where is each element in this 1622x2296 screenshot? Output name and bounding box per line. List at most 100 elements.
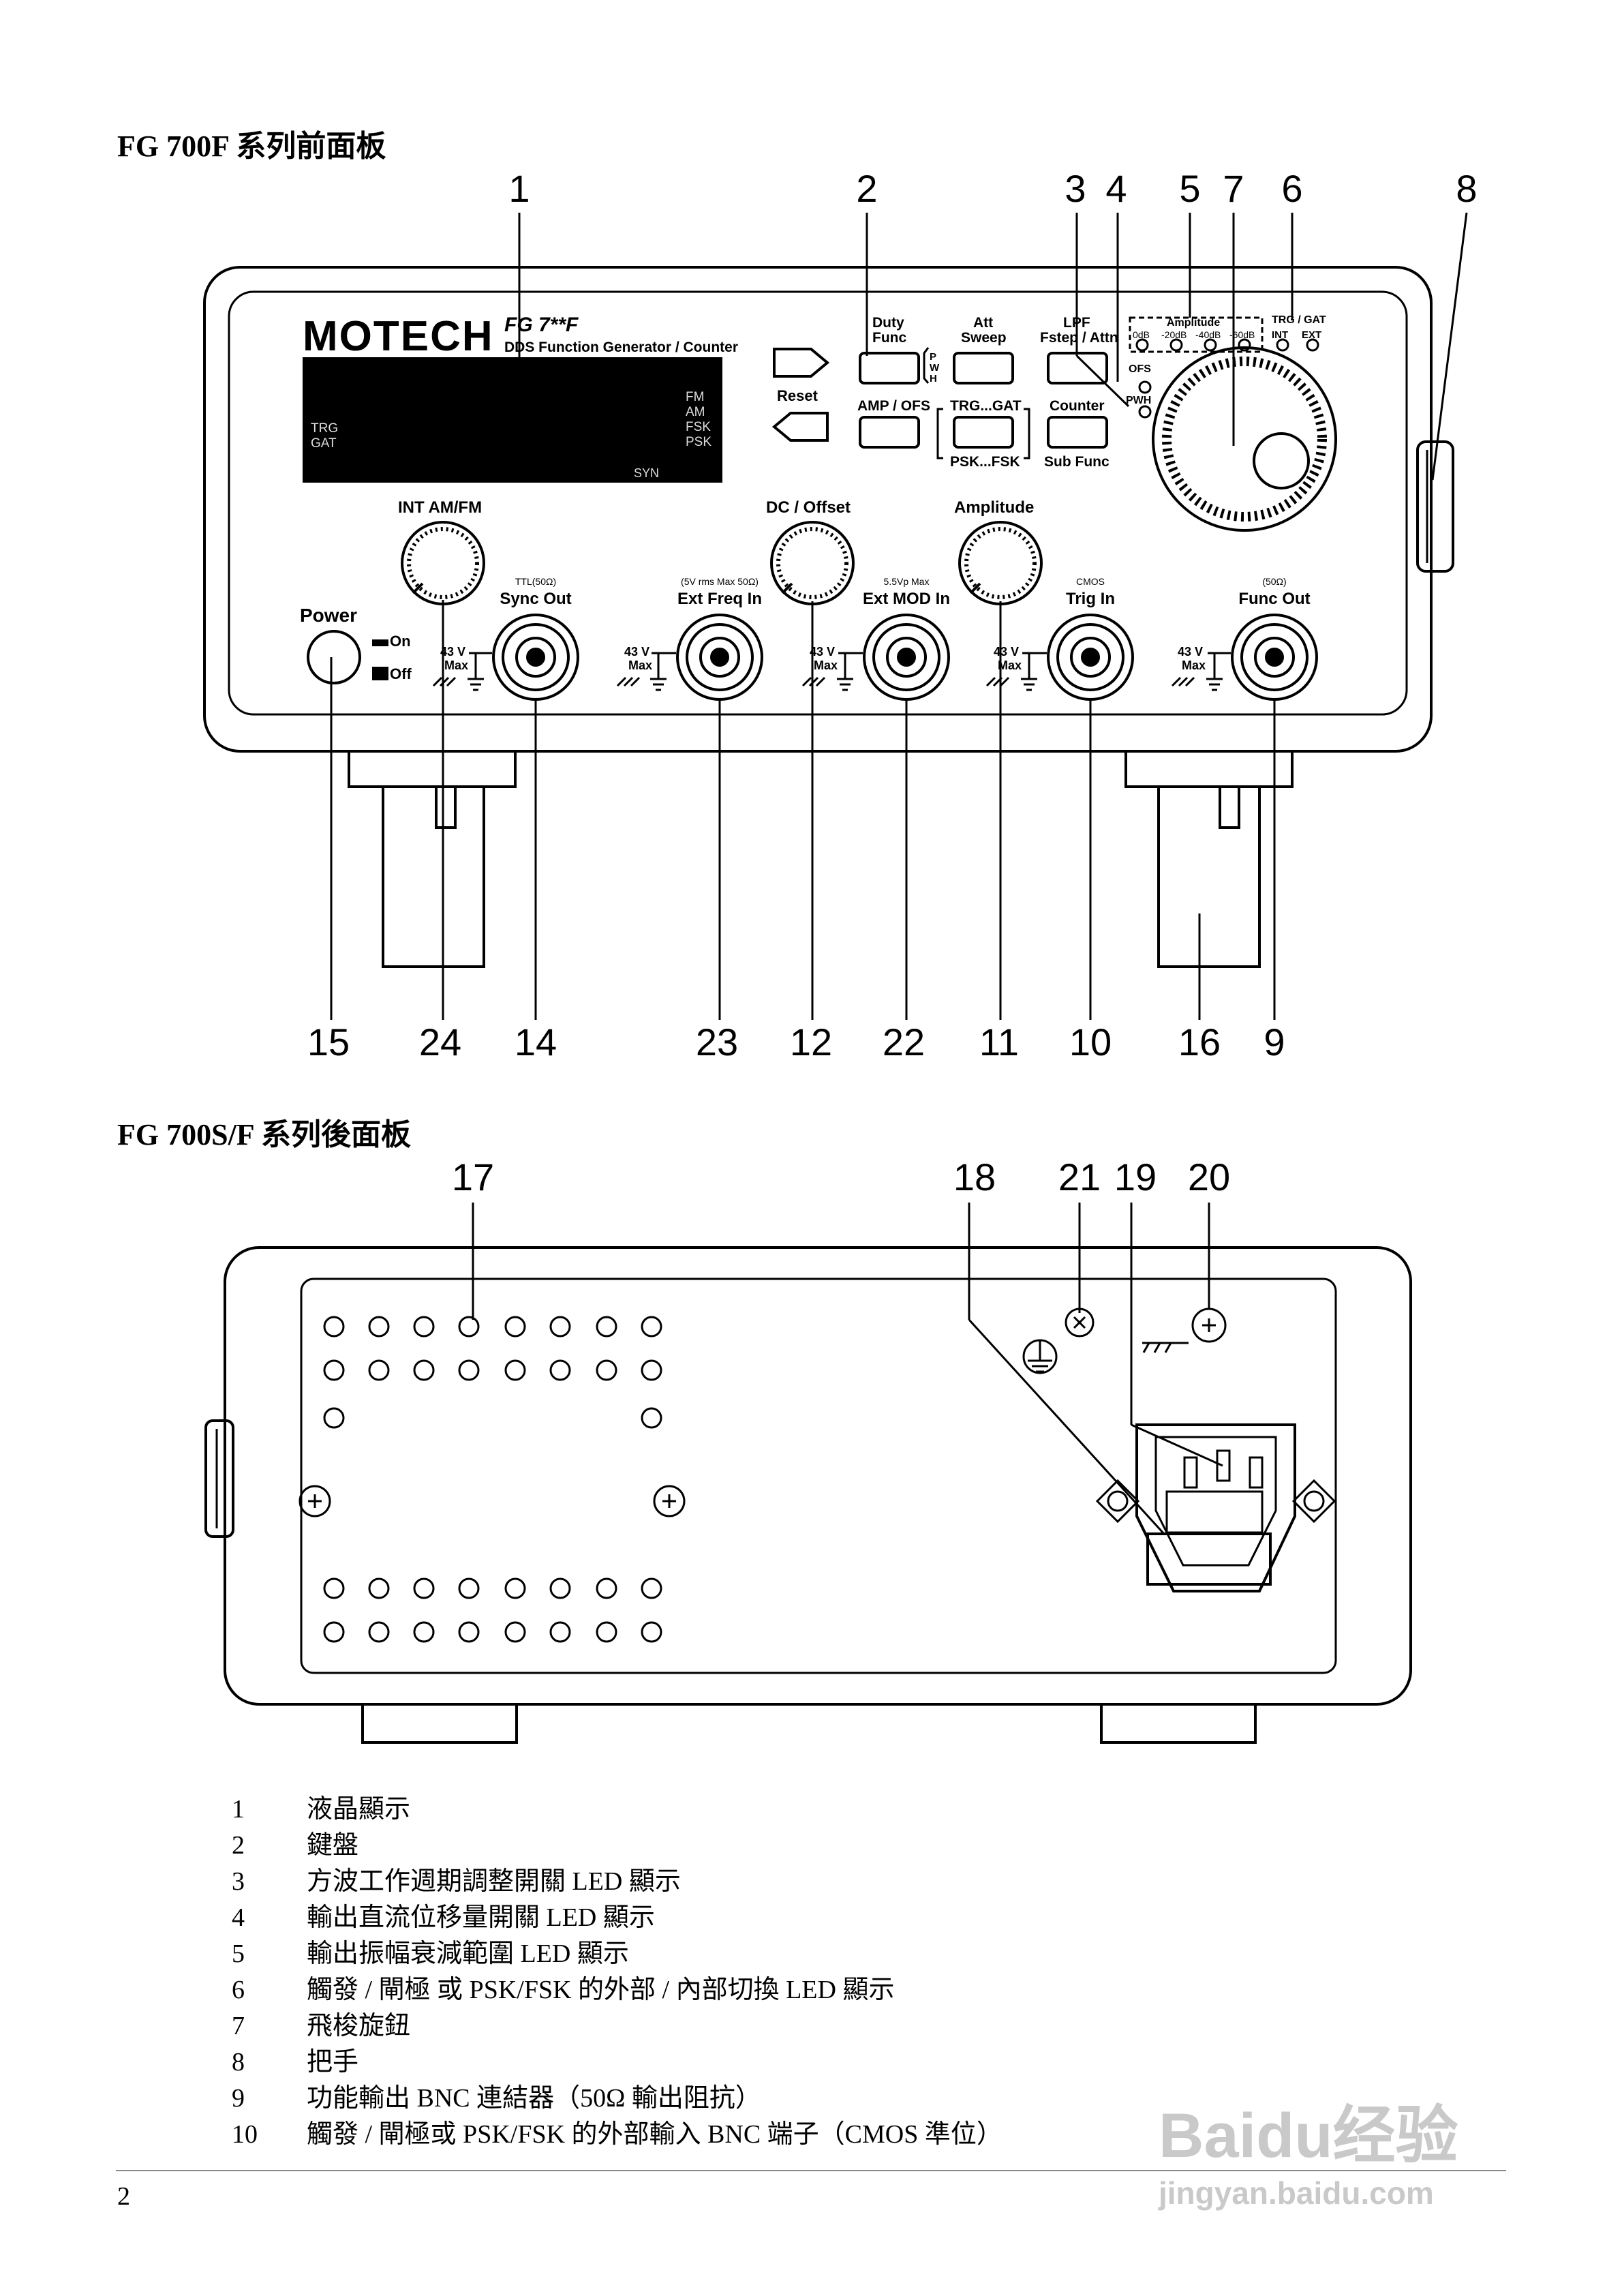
vent-hole: [504, 1359, 526, 1381]
trg-gat-button: [953, 416, 1014, 449]
amp-0db: 0dB: [1133, 329, 1150, 340]
bnc-spec-label: (50Ω): [1262, 576, 1286, 587]
vent-hole: [413, 1316, 435, 1338]
vent-hole: [368, 1621, 390, 1643]
ofs-label: OFS: [1129, 363, 1151, 375]
bnc-spec-label: 5.5Vp Max: [884, 576, 930, 587]
int-am-fm-label: INT AM/FM: [398, 498, 482, 517]
lpf-label: LPF: [1063, 315, 1090, 331]
footer-rule: [116, 2170, 1506, 2171]
vent-hole: [504, 1316, 526, 1338]
amplitude-label: Amplitude: [954, 498, 1034, 517]
vent-hole: [504, 1577, 526, 1599]
max-label: Max: [628, 659, 652, 672]
rear-inner-panel: [300, 1278, 1337, 1674]
watermark-url: jingyan.baidu.com: [1159, 2175, 1434, 2211]
pwh-w: W: [930, 362, 940, 374]
callout-11: 11: [979, 1021, 1019, 1063]
vent-hole: [549, 1316, 571, 1338]
power-switch: [307, 630, 361, 684]
model-label: FG 7**F: [504, 314, 579, 336]
sync-out-bnc: [492, 614, 579, 701]
front-outer-case: [203, 266, 1433, 753]
amplitude-knob: [958, 521, 1043, 605]
amp-ofs-label: AMP / OFS: [857, 398, 930, 414]
att-label: Att: [973, 315, 993, 331]
on-label: On: [390, 633, 411, 650]
max-voltage-label: 43 V: [1178, 645, 1203, 659]
vent-hole: [458, 1316, 480, 1338]
callout-16: 16: [1178, 1021, 1221, 1063]
callout-1: 1: [508, 167, 530, 210]
callout-22: 22: [883, 1021, 925, 1063]
trig-in-bnc: [1047, 614, 1134, 701]
vent-hole: [458, 1577, 480, 1599]
vent-hole: [641, 1407, 662, 1429]
vent-hole: [323, 1577, 345, 1599]
bnc-spec-label: CMOS: [1076, 576, 1105, 587]
vent-hole: [641, 1621, 662, 1643]
lcd-syn: SYN: [634, 466, 659, 480]
bnc-name-label: Ext Freq In: [677, 590, 762, 608]
callout-5: 5: [1179, 167, 1200, 210]
bnc-name-label: Func Out: [1238, 590, 1310, 608]
vent-hole: [323, 1359, 345, 1381]
bnc-name-label: Trig In: [1066, 590, 1115, 608]
ac-power-inlet: [1095, 1423, 1336, 1592]
callout-8: 8: [1456, 167, 1477, 210]
callout-10: 10: [1069, 1021, 1112, 1063]
off-label: Off: [390, 665, 412, 682]
max-voltage-label: 43 V: [624, 645, 649, 659]
max-voltage-label: 43 V: [810, 645, 835, 659]
lcd-psk: PSK: [686, 435, 711, 449]
ext-freq-in-bnc: [676, 614, 763, 701]
handle: [1416, 440, 1454, 573]
lcd-am: AM: [686, 405, 705, 419]
vent-hole: [323, 1316, 345, 1338]
vent-hole: [596, 1316, 617, 1338]
vent-hole: [458, 1359, 480, 1381]
duty-label: Duty: [872, 315, 904, 331]
vent-hole: [596, 1577, 617, 1599]
rear-panel-title: FG 700S/F 系列後面板: [117, 1118, 412, 1151]
trg-ext: EXT: [1302, 329, 1321, 341]
brand-logo: MOTECH: [303, 313, 494, 360]
trg-gat-led-title: TRG / GAT: [1272, 314, 1326, 326]
lcd-fsk: FSK: [686, 420, 711, 434]
sub-func-label: Sub Func: [1044, 454, 1110, 470]
vent-hole: [596, 1621, 617, 1643]
amp-ofs-button: [859, 416, 920, 449]
vent-hole: [458, 1621, 480, 1643]
callout-24: 24: [419, 1021, 461, 1063]
callout-19: 19: [1114, 1155, 1157, 1198]
reset-label: Reset: [777, 387, 818, 404]
front-panel-title: FG 700F 系列前面板: [117, 130, 386, 163]
vent-hole: [413, 1359, 435, 1381]
lcd-gat: GAT: [311, 436, 337, 451]
att-sweep-button: [953, 352, 1014, 384]
callout-17: 17: [452, 1155, 494, 1198]
vent-hole: [368, 1359, 390, 1381]
vent-hole: [368, 1316, 390, 1338]
vent-hole: [323, 1407, 345, 1429]
down-arrow-button: [771, 412, 829, 442]
trg-gat-label: TRG...GAT: [950, 398, 1022, 414]
callout-9: 9: [1264, 1021, 1285, 1063]
callout-15: 15: [307, 1021, 350, 1063]
func-out-bnc: [1231, 614, 1318, 701]
callout-20: 20: [1188, 1155, 1230, 1198]
trg-int: INT: [1272, 329, 1288, 341]
bnc-name-label: Ext MOD In: [863, 590, 950, 608]
page-number: 2: [117, 2182, 130, 2211]
lcd-trg: TRG: [311, 421, 338, 436]
int-am-fm-knob: [401, 521, 485, 605]
max-label: Max: [444, 659, 468, 672]
callout-4: 4: [1105, 167, 1127, 210]
up-arrow-button: [773, 348, 830, 378]
